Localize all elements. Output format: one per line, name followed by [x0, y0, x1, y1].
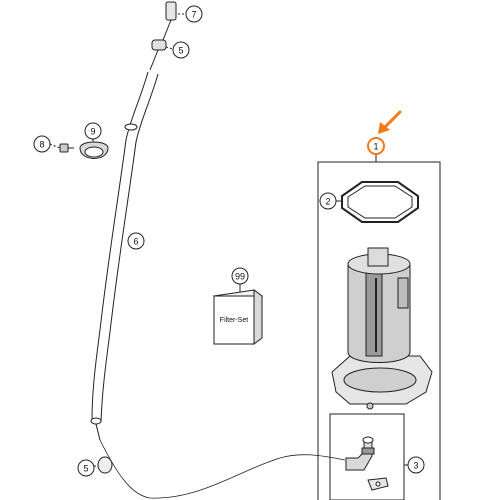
callout-9-label: 9: [90, 127, 95, 137]
hose-return-line: [99, 439, 346, 499]
pump-body-channel: [365, 271, 383, 357]
filter-set-label: Filter-Set: [220, 317, 248, 324]
pump-drain-screw: [366, 402, 374, 410]
callout-5-bottom: 5: [77, 459, 95, 477]
callout-6-label: 6: [133, 237, 138, 247]
callout-7: 7: [185, 5, 203, 23]
elbow-fitting-band: [361, 447, 375, 455]
hose-left-edge: [91, 71, 149, 421]
fitting-subframe: [329, 413, 405, 500]
callout-5-top: 5: [172, 41, 190, 59]
callout-99: 99: [231, 267, 249, 285]
highlight-arrow-head: [378, 122, 390, 134]
callout-1-label: 1: [373, 142, 378, 152]
pump-flange-ring: [343, 367, 417, 393]
pump-side-bracket: [397, 277, 409, 309]
leader-5-top: [165, 46, 174, 50]
hose-clamp-top: [151, 39, 167, 51]
callout-8-label: 8: [39, 140, 44, 150]
fuel-pump-assembly: [317, 152, 441, 500]
highlight-arrow-shaft: [382, 110, 402, 130]
filter-set-box: [212, 284, 264, 345]
callout-3: 3: [407, 456, 425, 474]
clamp-parts: [49, 137, 109, 159]
callout-9: 9: [84, 122, 102, 140]
hose-clamp-bottom: [97, 456, 113, 474]
highlight-arrow: [378, 110, 402, 134]
screw-part: [59, 143, 69, 153]
callout-7-label: 7: [191, 10, 196, 20]
hose-thin-segment-mid: [149, 49, 159, 71]
callout-3-label: 3: [413, 461, 418, 471]
callout-1: 1: [367, 137, 385, 155]
callout-5-bottom-label: 5: [83, 464, 88, 474]
callout-2-label: 2: [325, 197, 330, 207]
callout-8: 8: [33, 135, 51, 153]
leader-8: [49, 143, 61, 149]
hose-top-nipple: [165, 1, 177, 21]
fuel-hose-assembly: [90, 1, 346, 499]
clamp-opening: [84, 146, 104, 158]
callout-99-label: 99: [235, 272, 245, 282]
callout-5-top-label: 5: [178, 46, 183, 56]
elbow-fitting-opening: [362, 436, 374, 444]
hose-bottom-stub: [95, 423, 101, 441]
hose-right-edge: [100, 73, 159, 423]
box-side-face: [253, 289, 263, 345]
hose-bottom-ring: [90, 417, 102, 425]
callout-2: 2: [319, 192, 337, 210]
retaining-clip-hole: [375, 481, 381, 487]
elbow-fitting: [345, 439, 373, 471]
hose-thin-segment-top: [162, 19, 172, 41]
box-front-face: [213, 295, 255, 345]
hose-end-ring: [124, 123, 138, 131]
assembly-frame: [317, 161, 441, 500]
callout-6: 6: [127, 232, 145, 250]
gasket-inner: [347, 185, 413, 219]
pump-top-connector: [367, 247, 389, 267]
gasket-outer: [341, 181, 419, 223]
